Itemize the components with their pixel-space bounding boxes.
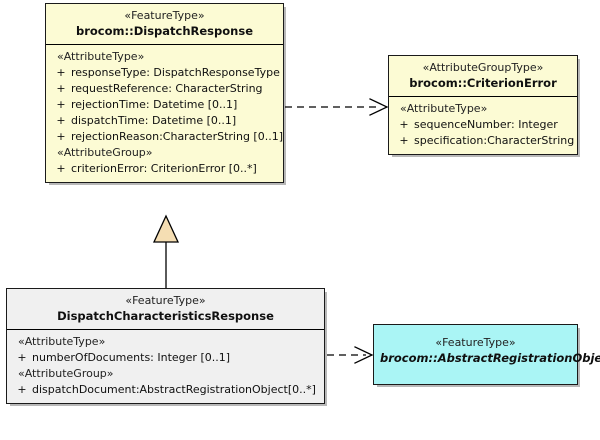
class-box-dispatch-characteristics-response[interactable]: «FeatureType» DispatchCharacteristicsRes… xyxy=(6,288,325,404)
attribute-visibility: + xyxy=(56,66,66,79)
class-name: brocom::DispatchResponse xyxy=(76,24,253,38)
compartment-label-attributegroup: «AttributeGroup» xyxy=(18,367,114,380)
attribute-row[interactable]: + sequenceNumber: Integer xyxy=(389,117,577,133)
attribute-label: numberOfDocuments: Integer [0..1] xyxy=(32,351,231,364)
attribute-row[interactable]: + specification:CharacterString xyxy=(389,133,577,149)
attribute-label: requestReference: CharacterString xyxy=(71,82,263,95)
class-box-criterion-error[interactable]: «AttributeGroupType» brocom::CriterionEr… xyxy=(388,55,578,155)
attribute-row[interactable]: + numberOfDocuments: Integer [0..1] xyxy=(7,350,324,366)
attribute-row[interactable]: + dispatchTime: Datetime [0..1] xyxy=(46,113,283,129)
dependency-dispatchresponse-to-criterionerror xyxy=(285,98,389,116)
attribute-row[interactable]: + requestReference: CharacterString xyxy=(46,81,283,97)
class-stereotype: «AttributeGroupType» xyxy=(422,61,544,74)
attribute-visibility: + xyxy=(56,162,66,175)
compartment-label-attributetype: «AttributeType» xyxy=(400,102,488,115)
attribute-label: sequenceNumber: Integer xyxy=(414,118,558,131)
compartment-label-attributetype: «AttributeType» xyxy=(57,50,145,63)
attribute-row[interactable]: + responseType: DispatchResponseType xyxy=(46,65,283,81)
compartment-label-attributegroup: «AttributeGroup» xyxy=(57,146,153,159)
attribute-visibility: + xyxy=(56,98,66,111)
class-name: brocom::AbstractRegistrationObject xyxy=(380,351,600,365)
attribute-visibility: + xyxy=(56,82,66,95)
class-header-dispatch-characteristics-response: «FeatureType» DispatchCharacteristicsRes… xyxy=(7,289,324,330)
class-header-dispatch-response: «FeatureType» brocom::DispatchResponse xyxy=(46,4,283,45)
class-stereotype: «FeatureType» xyxy=(435,336,516,349)
attribute-label: rejectionTime: Datetime [0..1] xyxy=(71,98,238,111)
attribute-label: responseType: DispatchResponseType xyxy=(71,66,280,79)
class-header-abstract-registration-object: «FeatureType» brocom::AbstractRegistrati… xyxy=(374,325,600,371)
class-header-criterion-error: «AttributeGroupType» brocom::CriterionEr… xyxy=(389,56,577,97)
class-body-criterion-error: «AttributeType» + sequenceNumber: Integer… xyxy=(389,97,577,154)
attribute-visibility: + xyxy=(399,118,409,131)
class-stereotype: «FeatureType» xyxy=(125,294,206,307)
attribute-visibility: + xyxy=(399,134,409,147)
generalization-dispatchcharacteristics-to-dispatchresponse xyxy=(152,214,180,288)
attribute-label: specification:CharacterString xyxy=(414,134,575,147)
attribute-visibility: + xyxy=(17,351,27,364)
dependency-dispatchcharacteristics-to-abstractregistrationobject xyxy=(327,346,374,364)
attribute-row[interactable]: + dispatchDocument:AbstractRegistrationOb… xyxy=(7,382,324,398)
attribute-row[interactable]: + rejectionReason:CharacterString [0..1] xyxy=(46,129,283,145)
attribute-visibility: + xyxy=(56,130,66,143)
class-stereotype: «FeatureType» xyxy=(124,9,205,22)
attribute-visibility: + xyxy=(56,114,66,127)
attribute-label: dispatchTime: Datetime [0..1] xyxy=(71,114,237,127)
class-body-dispatch-characteristics-response: «AttributeType» + numberOfDocuments: Inte… xyxy=(7,330,324,403)
class-name: brocom::CriterionError xyxy=(409,76,557,90)
class-box-dispatch-response[interactable]: «FeatureType» brocom::DispatchResponse «… xyxy=(45,3,284,183)
attribute-row[interactable]: + criterionError: CriterionError [0..*] xyxy=(46,161,283,177)
attribute-visibility: + xyxy=(17,383,27,396)
class-name: DispatchCharacteristicsResponse xyxy=(57,309,274,323)
class-body-dispatch-response: «AttributeType» + responseType: DispatchR… xyxy=(46,45,283,182)
attribute-label: rejectionReason:CharacterString [0..1] xyxy=(71,130,283,143)
attribute-label: criterionError: CriterionError [0..*] xyxy=(71,162,257,175)
attribute-row[interactable]: + rejectionTime: Datetime [0..1] xyxy=(46,97,283,113)
attribute-label: dispatchDocument:AbstractRegistrationObj… xyxy=(32,383,316,396)
class-box-abstract-registration-object[interactable]: «FeatureType» brocom::AbstractRegistrati… xyxy=(373,324,600,385)
compartment-label-attributetype: «AttributeType» xyxy=(18,335,106,348)
